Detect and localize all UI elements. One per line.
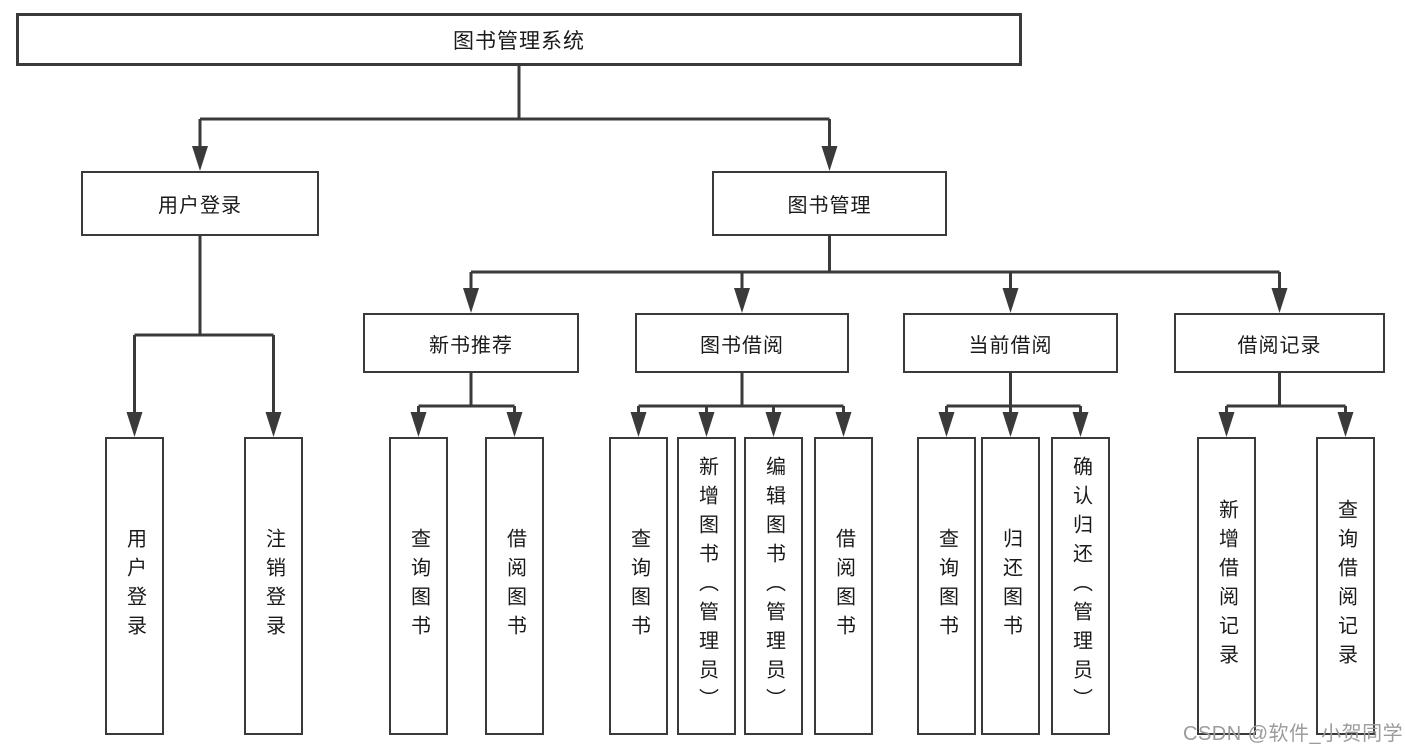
leaf-add-book-admin: 新增图书（管理员） bbox=[677, 437, 736, 735]
leaf-edit-book-admin: 编辑图书（管理员） bbox=[744, 437, 803, 735]
leaf-label: 借阅图书 bbox=[503, 528, 526, 644]
leaf-query-books-borrowing: 查询图书 bbox=[609, 437, 668, 735]
leaf-logout: 注销登录 bbox=[244, 437, 303, 735]
leaf-label: 查询图书 bbox=[627, 528, 650, 644]
leaf-label: 新增图书（管理员） bbox=[695, 455, 718, 717]
arrow-head bbox=[765, 412, 782, 437]
arrow-head bbox=[506, 412, 523, 437]
leaf-query-borrow-record: 查询借阅记录 bbox=[1316, 437, 1375, 735]
leaf-borrow-books-borrowing: 借阅图书 bbox=[814, 437, 873, 735]
edge-book-borrowing-to-leaves bbox=[637, 373, 845, 414]
arrow-head bbox=[410, 412, 427, 437]
arrow-head bbox=[1072, 412, 1089, 437]
arrow-head bbox=[126, 412, 143, 437]
arrow-head bbox=[734, 288, 750, 313]
arrow-head bbox=[821, 146, 838, 171]
arrow-head bbox=[1002, 288, 1019, 313]
edge-current-borrowing-to-leaves bbox=[945, 373, 1082, 414]
node-new-book-recommendation: 新书推荐 bbox=[363, 313, 579, 373]
arrow-head bbox=[1271, 288, 1288, 313]
csdn-watermark: CSDN @软件_小贺同学 bbox=[1183, 723, 1404, 745]
edge-borrowing-records-to-leaves bbox=[1225, 373, 1347, 414]
leaf-label: 新增借阅记录 bbox=[1215, 499, 1238, 673]
leaf-confirm-return-admin: 确认归还（管理员） bbox=[1051, 437, 1110, 735]
leaf-label: 归还图书 bbox=[999, 528, 1022, 644]
arrow-head bbox=[1337, 412, 1354, 437]
node-library-management-system: 图书管理系统 bbox=[16, 13, 1022, 66]
arrow-head bbox=[463, 288, 479, 313]
arrow-head bbox=[698, 412, 715, 437]
node-book-borrowing: 图书借阅 bbox=[635, 313, 849, 373]
node-book-management: 图书管理 bbox=[712, 171, 947, 236]
leaf-label: 查询借阅记录 bbox=[1334, 499, 1357, 673]
leaf-return-books: 归还图书 bbox=[981, 437, 1040, 735]
edge-root-to-level2 bbox=[198, 66, 831, 148]
leaf-label: 用户登录 bbox=[123, 528, 146, 644]
node-borrowing-records: 借阅记录 bbox=[1174, 313, 1385, 373]
leaf-query-books-recommendation: 查询图书 bbox=[389, 437, 448, 735]
leaf-label: 编辑图书（管理员） bbox=[762, 455, 785, 717]
leaf-add-borrow-record: 新增借阅记录 bbox=[1197, 437, 1256, 735]
node-user-login: 用户登录 bbox=[81, 171, 319, 236]
arrow-head bbox=[265, 412, 282, 437]
arrow-head bbox=[1218, 412, 1235, 437]
edge-new-book-recommendation-to-leaves bbox=[417, 373, 516, 414]
leaf-label: 借阅图书 bbox=[832, 528, 855, 644]
leaf-borrow-books-recommendation: 借阅图书 bbox=[485, 437, 544, 735]
arrow-head bbox=[938, 412, 955, 437]
leaf-label: 确认归还（管理员） bbox=[1069, 455, 1092, 717]
leaf-label: 查询图书 bbox=[407, 528, 430, 644]
arrow-head bbox=[192, 146, 208, 171]
arrow-head bbox=[630, 412, 647, 437]
leaf-user-login: 用户登录 bbox=[105, 437, 164, 735]
leaf-label: 查询图书 bbox=[935, 528, 958, 644]
edge-book-management-to-groups bbox=[469, 236, 1281, 290]
arrow-head bbox=[835, 412, 852, 437]
edge-user-login-to-leaves bbox=[133, 236, 275, 414]
arrow-head bbox=[1002, 412, 1019, 437]
leaf-query-books-current: 查询图书 bbox=[917, 437, 976, 735]
leaf-label: 注销登录 bbox=[262, 528, 285, 644]
node-current-borrowing: 当前借阅 bbox=[903, 313, 1118, 373]
